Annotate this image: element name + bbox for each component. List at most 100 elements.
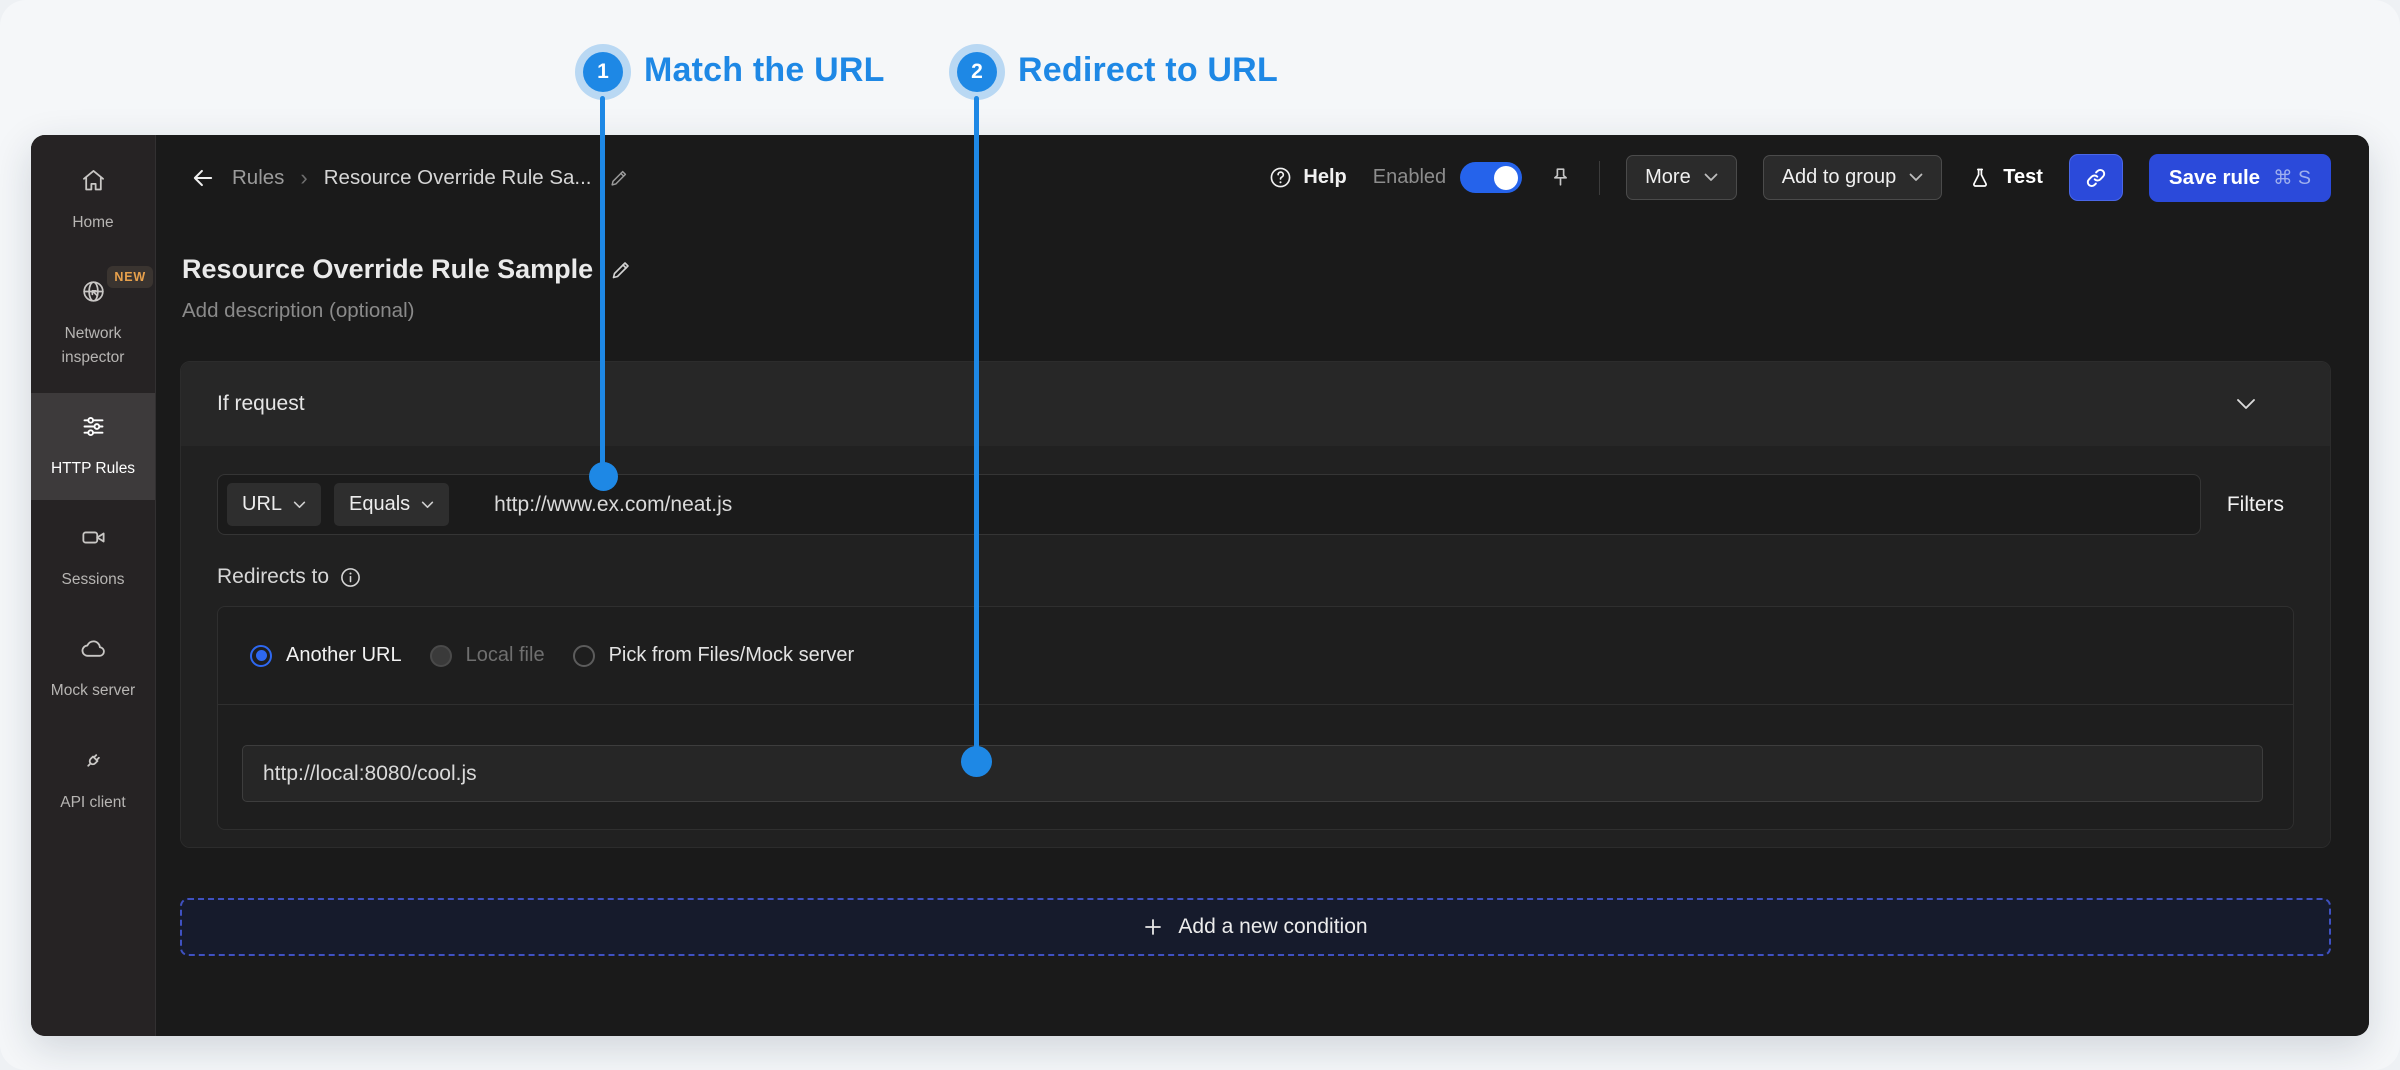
radio-another-url[interactable]: Another URL: [250, 644, 402, 667]
sidebar-item-network-inspector[interactable]: NEW Network inspector: [31, 258, 155, 389]
annotation-line-2: [974, 96, 979, 762]
sidebar-item-api-client[interactable]: API client: [31, 727, 155, 834]
annotation-badge-1: 1: [575, 44, 631, 100]
sidebar-item-label: Home: [72, 214, 114, 231]
pencil-icon[interactable]: [608, 167, 630, 189]
destination-url-wrap: [218, 705, 2293, 829]
sidebar-item-home[interactable]: Home: [31, 147, 155, 254]
radio-pick-from-files[interactable]: Pick from Files/Mock server: [572, 644, 855, 667]
breadcrumb-rules[interactable]: Rules: [232, 165, 285, 189]
help-button[interactable]: Help: [1268, 165, 1347, 190]
add-to-group-button[interactable]: Add to group: [1762, 155, 1943, 200]
chevron-down-icon: [2237, 399, 2255, 409]
rule-title: Resource Override Rule Sample: [182, 254, 594, 284]
home-icon: [80, 167, 107, 194]
condition-row: URL Equals Filters: [217, 474, 2294, 535]
sliders-icon: [80, 413, 107, 440]
redirects-to-label: Redirects to: [217, 565, 330, 588]
enabled-toggle[interactable]: [1460, 162, 1523, 193]
if-request-header[interactable]: If request: [181, 362, 2330, 446]
plug-icon: [80, 747, 107, 774]
topbar: Rules › Resource Override Rule Sa... Hel…: [180, 135, 2331, 220]
chevron-down-icon: [293, 501, 306, 508]
radio-local-file[interactable]: Local file: [429, 644, 545, 667]
annotation-dot-2: [961, 746, 992, 777]
pin-icon: [1554, 168, 1568, 186]
chevron-down-icon: [1909, 173, 1923, 181]
breadcrumb-current: Resource Override Rule Sa...: [323, 165, 592, 189]
app-window: Home NEW Network inspector HTTP Rules: [31, 135, 2369, 1036]
annotation-number-1: 1: [583, 52, 623, 92]
back-button[interactable]: [190, 165, 216, 191]
annotation-number-2: 2: [957, 52, 997, 92]
flask-icon: [1973, 168, 1988, 187]
annotation-label-1: Match the URL: [644, 51, 885, 89]
filters-button[interactable]: Filters: [2226, 492, 2284, 516]
sidebar: Home NEW Network inspector HTTP Rules: [31, 135, 156, 1036]
sidebar-item-label: API client: [60, 793, 126, 811]
more-label: More: [1645, 166, 1691, 188]
add-to-group-label: Add to group: [1781, 166, 1897, 188]
question-circle-icon: [1270, 167, 1291, 188]
test-label: Test: [2003, 166, 2043, 188]
add-condition-button[interactable]: Add a new condition: [180, 898, 2331, 956]
sidebar-item-label: HTTP Rules: [50, 459, 136, 477]
enabled-toggle-group: Enabled: [1372, 162, 1523, 193]
help-label: Help: [1303, 166, 1347, 188]
sidebar-item-mock-server[interactable]: Mock server: [31, 615, 155, 722]
condition-field-select[interactable]: URL: [227, 483, 322, 526]
toggle-knob: [1494, 165, 1519, 190]
more-button[interactable]: More: [1626, 155, 1737, 200]
save-rule-label: Save rule: [2168, 165, 2261, 189]
add-condition-label: Add a new condition: [1178, 915, 1368, 938]
sidebar-item-sessions[interactable]: Sessions: [31, 504, 155, 611]
topbar-actions: Help Enabled More Add: [1268, 153, 2331, 202]
annotation-label-2: Redirect to URL: [1018, 51, 1278, 89]
annotation-line-1: [600, 96, 605, 477]
radio-label: Pick from Files/Mock server: [608, 644, 855, 666]
radio-label: Local file: [465, 644, 545, 666]
globe-icon: [80, 278, 107, 305]
condition-operator-value: Equals: [349, 493, 411, 515]
pin-button[interactable]: [1548, 165, 1573, 190]
destination-type-row: Another URL Local file Pick from Files/M…: [218, 607, 2293, 705]
condition-field-value: URL: [242, 493, 283, 515]
save-rule-button[interactable]: Save rule ⌘ S: [2148, 153, 2331, 202]
save-shortcut: ⌘ S: [2273, 166, 2311, 189]
main-content: Rules › Resource Override Rule Sa... Hel…: [156, 135, 2369, 1036]
divider: [1599, 160, 1601, 195]
sidebar-item-label: Sessions: [61, 571, 125, 588]
breadcrumb: Rules › Resource Override Rule Sa...: [190, 165, 630, 191]
info-icon: [341, 567, 360, 587]
source-url-input[interactable]: [492, 491, 2191, 518]
video-icon: [80, 524, 107, 551]
chevron-down-icon: [421, 501, 434, 508]
destination-box: Another URL Local file Pick from Files/M…: [217, 606, 2294, 830]
description-input[interactable]: [182, 299, 782, 323]
radio-unselected-icon: [572, 644, 595, 667]
chevron-down-icon: [1704, 173, 1718, 181]
annotation-dot-1: [589, 462, 618, 491]
radio-disabled-icon: [429, 644, 452, 667]
destination-url-input[interactable]: [242, 745, 2263, 802]
sidebar-item-label: Network inspector: [61, 325, 125, 366]
pencil-icon[interactable]: [609, 258, 633, 282]
rule-title-row: Resource Override Rule Sample: [182, 254, 2331, 285]
if-request-panel: If request URL Equals: [180, 361, 2331, 848]
cloud-icon: [80, 635, 107, 662]
enabled-label: Enabled: [1372, 166, 1447, 188]
radio-label: Another URL: [286, 644, 402, 666]
plus-icon: [1145, 919, 1162, 935]
condition-operator-select[interactable]: Equals: [334, 483, 450, 526]
if-request-body: URL Equals Filters: [181, 446, 2330, 847]
radio-selected-icon: [250, 644, 272, 667]
sidebar-item-http-rules[interactable]: HTTP Rules: [31, 392, 155, 500]
link-icon: [2086, 168, 2106, 187]
if-request-label: If request: [217, 392, 305, 415]
redirects-to-row: Redirects to: [217, 565, 2294, 589]
test-button[interactable]: Test: [1968, 166, 2043, 190]
share-link-button[interactable]: [2068, 154, 2123, 201]
chevron-right-icon: ›: [300, 164, 308, 190]
annotation-badge-2: 2: [949, 44, 1005, 100]
